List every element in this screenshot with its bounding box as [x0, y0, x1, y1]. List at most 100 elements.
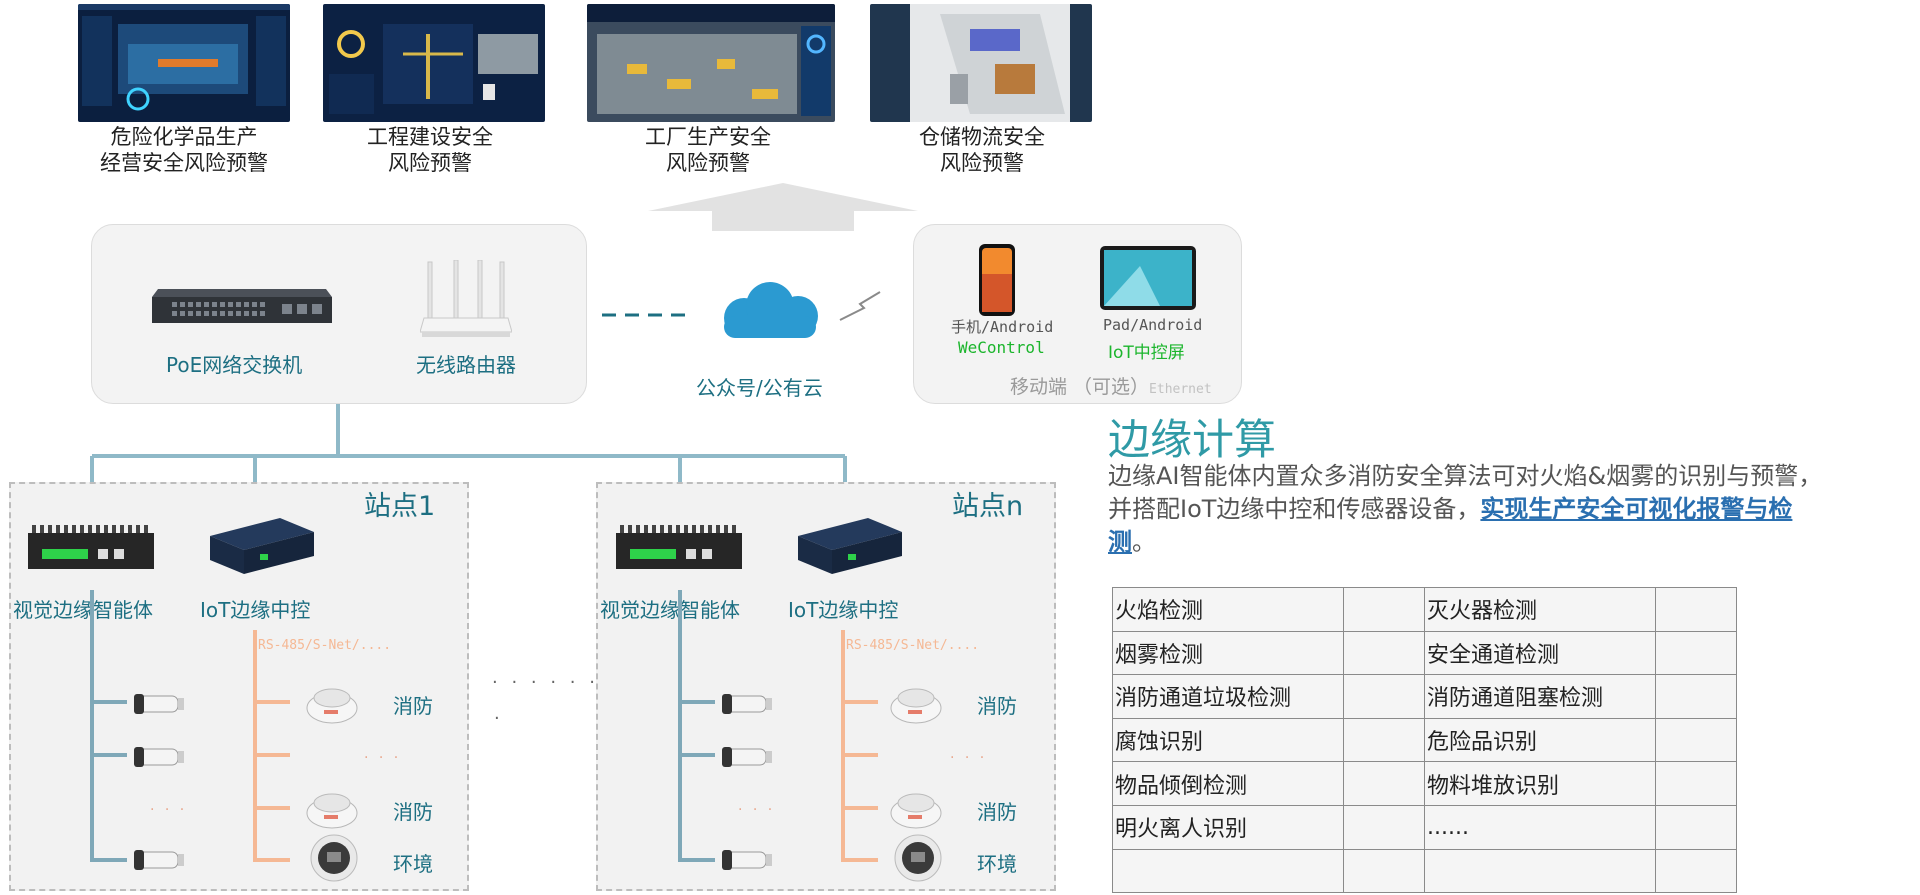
scenario-subtitle: 风险预警	[666, 151, 750, 175]
table-cell	[1655, 630, 1737, 676]
table-cell	[1655, 761, 1737, 806]
bus-protocol-label: RS-485/S-Net/....	[846, 638, 980, 653]
table-cell: 安全通道检测	[1424, 630, 1656, 676]
table-row	[1112, 848, 1737, 894]
wireless-signal-icon	[839, 291, 881, 321]
table-cell	[1112, 848, 1344, 894]
iot-hub-label: IoT边缘中控	[788, 598, 899, 622]
vision-agent-label: 视觉边缘智能体	[600, 598, 740, 622]
table-cell	[1343, 630, 1425, 676]
site-1-tree	[90, 590, 290, 862]
table-row: 物品倾倒检测 物料堆放识别	[1112, 761, 1737, 806]
cloud-label: 公众号/公有云	[696, 376, 823, 400]
camera-icon	[722, 694, 772, 714]
smoke-detector-icon	[306, 793, 358, 829]
upload-arrow-icon	[648, 183, 918, 231]
table-cell: 明火离人识别	[1112, 804, 1344, 850]
site-n-tree	[678, 590, 878, 862]
table-cell: ......	[1424, 804, 1656, 850]
scenario-title: 仓储物流安全	[919, 125, 1045, 149]
hazchem-dashboard-image	[78, 4, 290, 122]
table-cell: 物品倾倒检测	[1112, 761, 1344, 806]
wifi-router-icon	[420, 260, 512, 337]
scenario-title: 危险化学品生产	[110, 125, 258, 149]
router-label: 无线路由器	[416, 353, 516, 377]
table-cell: 火焰检测	[1112, 587, 1344, 632]
tablet-icon	[1100, 246, 1196, 310]
fire-sensor-label: 消防	[977, 800, 1017, 824]
fire-sensor-label: 消防	[393, 800, 433, 824]
warehouse-dashboard-image	[870, 4, 1092, 122]
iot-hub-device-icon	[798, 518, 902, 574]
table-cell	[1343, 717, 1425, 763]
poe-switch-label: PoE网络交换机	[166, 353, 303, 377]
table-cell	[1424, 848, 1656, 894]
camera-ellipsis: · · ·	[150, 802, 188, 818]
table-cell: 消防通道阻塞检测	[1424, 674, 1656, 719]
detection-table: 火焰检测 灭火器检测 烟雾检测 安全通道检测 消防通道垃圾检测 消防通道阻塞检测…	[1112, 587, 1737, 894]
table-cell	[1343, 804, 1425, 850]
pad-caption: Pad/Android	[1103, 316, 1203, 334]
camera-icon	[134, 850, 184, 870]
table-cell	[1343, 848, 1425, 894]
table-cell: 灭火器检测	[1424, 587, 1656, 632]
camera-icon	[722, 747, 772, 767]
fire-sensor-label: 消防	[393, 694, 433, 718]
bus-protocol-label: RS-485/S-Net/....	[258, 638, 392, 653]
table-cell: 危险品识别	[1424, 717, 1656, 763]
phone-icon	[979, 244, 1015, 316]
cloud-icon	[724, 282, 818, 338]
table-row: 明火离人识别 ......	[1112, 804, 1737, 850]
topology-lines	[90, 404, 847, 500]
sensor-ellipsis: · · ·	[364, 750, 402, 766]
table-cell	[1343, 674, 1425, 719]
scenario-caption: 工程建设安全 风险预警	[310, 124, 550, 176]
mobile-footer: 移动端 （可选）Ethernet	[1010, 372, 1212, 399]
edge-desc-end: 。	[1132, 528, 1156, 556]
vision-agent-label: 视觉边缘智能体	[13, 598, 153, 622]
table-cell: 物料堆放识别	[1424, 761, 1656, 806]
camera-icon	[134, 747, 184, 767]
edge-desc-line: 并搭配IoT边缘中控和传感器设备，实现生产安全可视化报警与检	[1108, 493, 1920, 526]
table-cell: 烟雾检测	[1112, 630, 1344, 676]
phone-app-label: WeControl	[958, 338, 1045, 357]
site-1-title: 站点1	[364, 491, 436, 522]
table-cell	[1655, 848, 1737, 894]
table-row: 消防通道垃圾检测 消防通道阻塞检测	[1112, 674, 1737, 719]
table-cell	[1343, 587, 1425, 632]
scenario-subtitle: 经营安全风险预警	[100, 151, 268, 175]
vision-agent-device-icon	[616, 525, 742, 569]
dashed-connector	[602, 313, 692, 317]
table-cell: 腐蚀识别	[1112, 717, 1344, 763]
table-row: 烟雾检测 安全通道检测	[1112, 630, 1737, 676]
camera-ellipsis: · · ·	[738, 802, 776, 818]
env-sensor-label: 环境	[393, 852, 433, 876]
table-row: 火焰检测 灭火器检测	[1112, 587, 1737, 632]
more-sites-dot: ·	[494, 708, 500, 729]
edge-desc-line: 边缘AI智能体内置众多消防安全算法可对火焰&烟雾的识别与预警，	[1108, 462, 1823, 490]
scenario-caption: 工厂生产安全 风险预警	[588, 124, 828, 176]
scenario-subtitle: 风险预警	[940, 151, 1024, 175]
poe-switch-icon	[152, 289, 332, 323]
smoke-detector-icon	[306, 688, 358, 724]
scenario-title: 工厂生产安全	[645, 125, 771, 149]
scenario-caption: 危险化学品生产 经营安全风险预警	[64, 124, 304, 176]
mobile-footer-label: 移动端 （可选）	[1010, 376, 1150, 398]
construction-dashboard-image	[323, 4, 545, 122]
mobile-footer-sub: Ethernet	[1149, 382, 1212, 397]
phone-caption: 手机/Android	[951, 318, 1054, 336]
environment-sensor-icon	[310, 834, 358, 882]
smoke-detector-icon	[890, 688, 942, 724]
sensor-ellipsis: · · ·	[950, 750, 988, 766]
vision-agent-device-icon	[28, 525, 154, 569]
edge-link[interactable]: 实现生产安全可视化报警与检	[1480, 495, 1793, 523]
pad-app-label: IoT中控屏	[1108, 343, 1185, 363]
site-n-title: 站点n	[952, 491, 1024, 522]
edge-link-tail[interactable]: 测	[1108, 528, 1132, 556]
edge-desc-text: 并搭配IoT边缘中控和传感器设备，	[1108, 495, 1481, 523]
edge-title: 边缘计算	[1108, 415, 1277, 464]
scenario-subtitle: 风险预警	[388, 151, 472, 175]
iot-hub-label: IoT边缘中控	[200, 598, 311, 622]
camera-icon	[134, 694, 184, 714]
factory-dashboard-image	[587, 4, 835, 122]
